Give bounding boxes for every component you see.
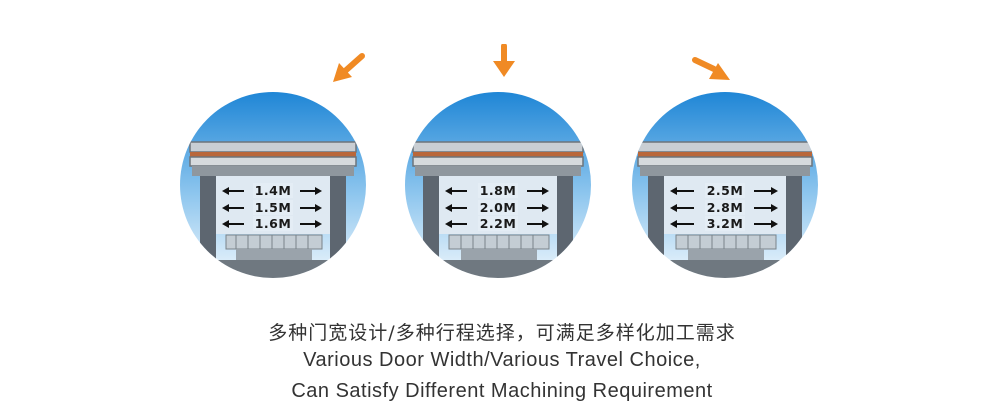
double-arrow-icon — [670, 187, 778, 228]
caption-english-line-2: Can Satisfy Different Machining Requirem… — [291, 380, 713, 402]
machine-circle-2: 1.8M 2.0M 2.2M — [403, 90, 593, 280]
double-arrow-icon — [222, 187, 322, 228]
door-width-label: 2.8M — [704, 200, 746, 215]
door-width-label: 2.0M — [477, 200, 519, 215]
machine-circle-3: 2.5M 2.8M 3.2M — [630, 90, 820, 280]
arrow-down-icon — [491, 44, 517, 78]
door-width-label: 1.5M — [252, 200, 294, 215]
machine-circle-1: 1.4M 1.5M 1.6M — [178, 90, 368, 280]
double-arrow-icon — [445, 187, 549, 228]
door-width-label: 2.2M — [477, 216, 519, 231]
arrow-down-right-icon — [692, 55, 732, 83]
door-width-label: 1.8M — [477, 183, 519, 198]
caption-chinese: 多种门宽设计/多种行程选择，可满足多样化加工需求 — [268, 322, 736, 344]
door-width-label: 1.4M — [252, 183, 294, 198]
caption-english-line-1: Various Door Width/Various Travel Choice… — [303, 349, 701, 371]
door-width-label: 1.6M — [252, 216, 294, 231]
door-width-label: 3.2M — [704, 216, 746, 231]
door-width-label: 2.5M — [704, 183, 746, 198]
arrow-down-left-icon — [330, 52, 366, 84]
